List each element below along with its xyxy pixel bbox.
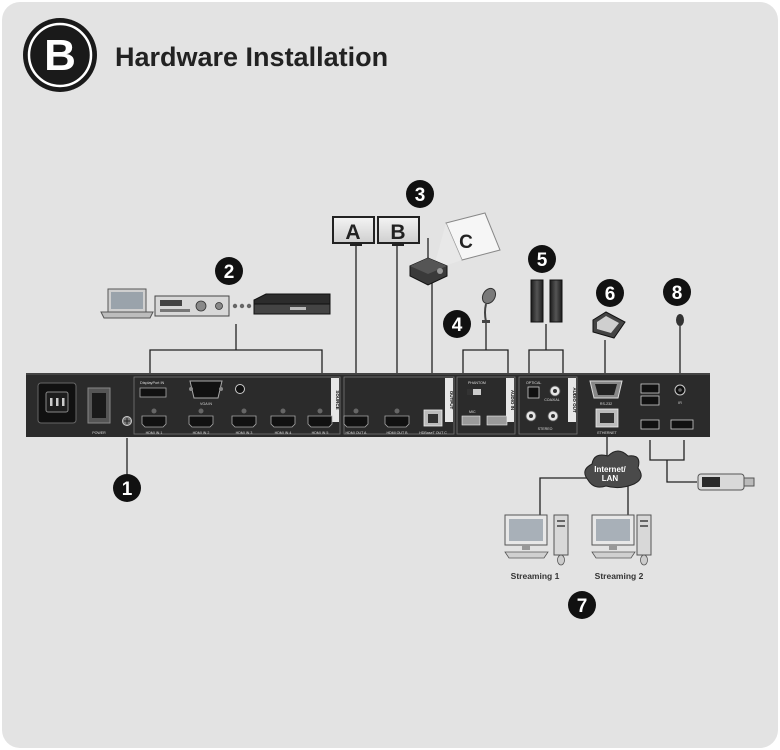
svg-text:3: 3 xyxy=(415,185,426,206)
svg-text:IR: IR xyxy=(678,401,682,405)
audio-in-jack[interactable] xyxy=(235,384,245,394)
ellipsis-icon xyxy=(232,303,252,309)
svg-text:ETHERNET: ETHERNET xyxy=(597,431,617,435)
callout-6: 6 xyxy=(596,279,624,307)
line-in-terminal[interactable] xyxy=(486,415,508,426)
microphone-icon xyxy=(481,287,497,323)
output-section: OUTPUT xyxy=(343,376,455,435)
svg-text:HDMI IN 2: HDMI IN 2 xyxy=(193,431,210,435)
section-badge: B xyxy=(23,18,97,92)
speakers-icon xyxy=(530,279,563,323)
serial-controller-icon xyxy=(592,311,626,339)
svg-text:STEREO: STEREO xyxy=(538,427,553,431)
badge-letter: B xyxy=(44,31,76,80)
ir-sensor-icon xyxy=(676,314,684,326)
hdmi-in-1[interactable]: HDMI IN 1 xyxy=(141,408,167,436)
callout-7: 7 xyxy=(568,591,596,619)
display-a-icon: A xyxy=(332,216,375,246)
svg-text:VGA IN: VGA IN xyxy=(200,402,212,406)
connection-lines xyxy=(126,238,697,515)
svg-text:HDMI IN 1: HDMI IN 1 xyxy=(146,431,163,435)
streaming-2-label: Streaming 2 xyxy=(595,571,644,581)
svg-text:AUDIO IN: AUDIO IN xyxy=(510,390,515,410)
svg-text:OPTICAL: OPTICAL xyxy=(526,381,541,385)
dvd-player-icon xyxy=(253,293,331,315)
hdmi-in-3[interactable]: HDMI IN 3 xyxy=(231,408,257,436)
streaming-1-label: Streaming 1 xyxy=(511,571,560,581)
svg-text:MIC: MIC xyxy=(469,410,476,414)
svg-text:HDMI OUT A: HDMI OUT A xyxy=(346,431,368,435)
audio-in-section: AUDIO IN PHANTOM MIC xyxy=(456,376,516,435)
svg-text:4: 4 xyxy=(452,315,463,336)
svg-text:8: 8 xyxy=(672,283,683,304)
audio-out-section: AUDIO OUT OPTICAL COAXIAL STEREO xyxy=(518,376,578,435)
streaming-pc-1-icon xyxy=(504,514,569,566)
svg-text:PHANTOM: PHANTOM xyxy=(468,381,486,385)
hdmi-out-b[interactable]: HDMI OUT B xyxy=(384,408,410,436)
power-switch[interactable]: POWER xyxy=(87,387,111,435)
hdmi-in-5[interactable]: HDMI IN 5 xyxy=(307,408,333,436)
rs232-port[interactable]: RS-232 xyxy=(589,380,623,406)
display-b-icon: B xyxy=(377,216,420,246)
svg-text:HDMI IN 5: HDMI IN 5 xyxy=(312,431,329,435)
av-receiver-icon xyxy=(154,295,230,317)
svg-text:Internet/: Internet/ xyxy=(594,465,626,474)
svg-text:COAXIAL: COAXIAL xyxy=(544,398,560,402)
laptop-icon xyxy=(100,288,154,319)
power-inlet xyxy=(37,382,77,424)
hdmi-in-4[interactable]: HDMI IN 4 xyxy=(270,408,296,436)
page-title: Hardware Installation xyxy=(115,42,388,72)
svg-text:HDMI OUT B: HDMI OUT B xyxy=(386,431,408,435)
usb-ports[interactable] xyxy=(640,383,694,430)
callout-2: 2 xyxy=(215,257,243,285)
svg-text:6: 6 xyxy=(605,284,616,305)
ir-jack[interactable]: IR xyxy=(674,384,686,405)
callout-4: 4 xyxy=(443,310,471,338)
svg-text:B: B xyxy=(390,221,405,244)
device-back-panel: POWER SOURCE DisplayPort IN VGA IN HDMI … xyxy=(26,373,710,437)
svg-text:C: C xyxy=(459,232,473,253)
projection-screen-icon: C xyxy=(433,212,501,270)
source-section: SOURCE DisplayPort IN VGA IN xyxy=(133,376,341,435)
hdmi-in-2[interactable]: HDMI IN 2 xyxy=(188,408,214,436)
svg-text:A: A xyxy=(345,221,360,244)
vga-in[interactable] xyxy=(189,380,223,399)
displayport-in[interactable] xyxy=(139,387,167,398)
svg-text:HDMI IN 4: HDMI IN 4 xyxy=(275,431,292,435)
internet-cloud-icon: Internet/ LAN xyxy=(584,450,642,489)
svg-text:LAN: LAN xyxy=(602,474,619,483)
usb-stick-icon xyxy=(697,473,755,491)
svg-text:1: 1 xyxy=(122,479,133,500)
callout-8: 8 xyxy=(663,278,691,306)
svg-text:AUDIO OUT: AUDIO OUT xyxy=(572,387,577,413)
optical-out[interactable] xyxy=(527,386,540,399)
svg-text:2: 2 xyxy=(224,262,235,283)
callout-3: 3 xyxy=(406,180,434,208)
phantom-switch[interactable] xyxy=(467,389,481,395)
svg-text:HDMI IN 3: HDMI IN 3 xyxy=(236,431,253,435)
svg-text:RS-232: RS-232 xyxy=(600,402,612,406)
svg-text:POWER: POWER xyxy=(92,431,106,435)
svg-text:5: 5 xyxy=(537,250,548,271)
mic-terminal[interactable] xyxy=(461,415,481,426)
svg-text:SOURCE: SOURCE xyxy=(335,390,340,409)
svg-text:HDBaseT OUT C: HDBaseT OUT C xyxy=(419,431,447,435)
ground-terminal xyxy=(122,416,132,426)
streaming-pc-2-icon xyxy=(591,514,652,566)
svg-text:DisplayPort IN: DisplayPort IN xyxy=(140,381,165,385)
svg-text:7: 7 xyxy=(577,596,588,617)
projector-icon xyxy=(409,257,448,286)
callout-5: 5 xyxy=(528,245,556,273)
svg-text:OUTPUT: OUTPUT xyxy=(449,391,454,410)
ethernet-port[interactable]: ETHERNET xyxy=(595,408,619,435)
hdmi-out-a[interactable]: HDMI OUT A xyxy=(343,408,369,436)
callout-1: 1 xyxy=(113,474,141,502)
hdbaset-out-c[interactable]: HDBaseT OUT C xyxy=(419,409,447,435)
